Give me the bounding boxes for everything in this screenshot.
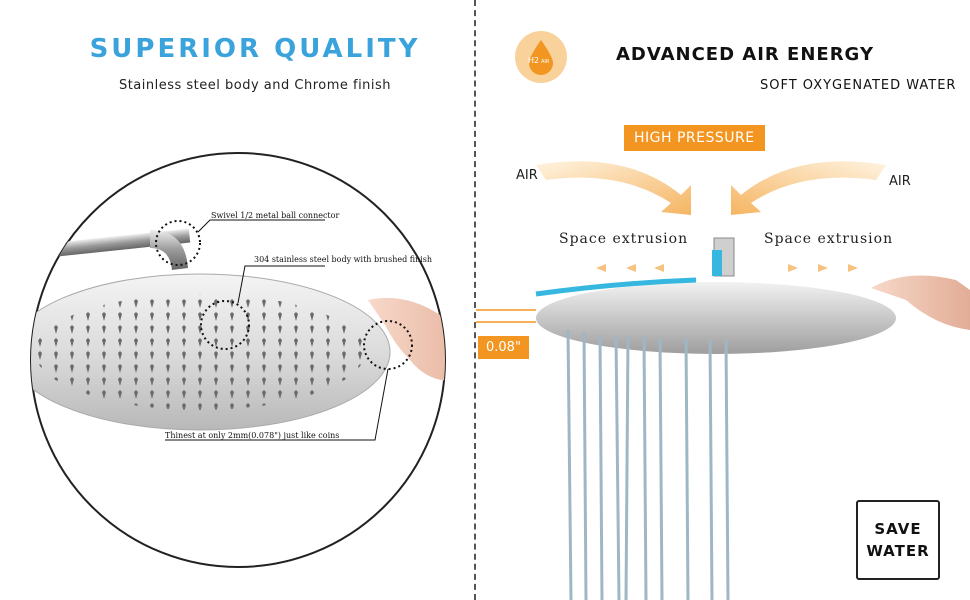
h2-air-icon: H2 AIR — [515, 31, 567, 83]
thickness-callout: Thinest at only 2mm(0.078") just like co… — [165, 431, 340, 440]
air-arrow-right — [731, 161, 886, 215]
body-callout: 304 stainless steel body with brushed fi… — [254, 255, 433, 264]
left-subtitle: Stainless steel body and Chrome finish — [118, 78, 392, 93]
left-title: SUPERIOR QUALITY — [89, 34, 421, 64]
panel-divider — [474, 0, 476, 600]
shower-plate — [536, 282, 896, 354]
body-dot-circle — [200, 300, 250, 350]
air-label-right: AIR — [889, 174, 911, 189]
air-label-left: AIR — [516, 168, 538, 183]
connector-dot-circle — [155, 220, 201, 266]
shower-spray-illustration — [476, 161, 970, 600]
connector-callout: Swivel 1/2 metal ball connector — [211, 211, 340, 220]
high-pressure-badge: HIGH PRESSURE — [624, 125, 765, 151]
air-arrow-left — [536, 161, 691, 215]
thickness-badge: 0.08" — [478, 336, 529, 359]
space-extrusion-right: Space extrusion — [764, 231, 894, 247]
right-title: ADVANCED AIR ENERGY — [616, 44, 874, 65]
shower-head-closeup-illustration — [30, 152, 446, 568]
space-extrusion-left: Space extrusion — [559, 231, 689, 247]
edge-dot-circle — [363, 320, 413, 370]
save-water-badge: SAVE WATER — [856, 500, 940, 580]
right-subtitle: SOFT OXYGENATED WATER — [760, 78, 957, 93]
